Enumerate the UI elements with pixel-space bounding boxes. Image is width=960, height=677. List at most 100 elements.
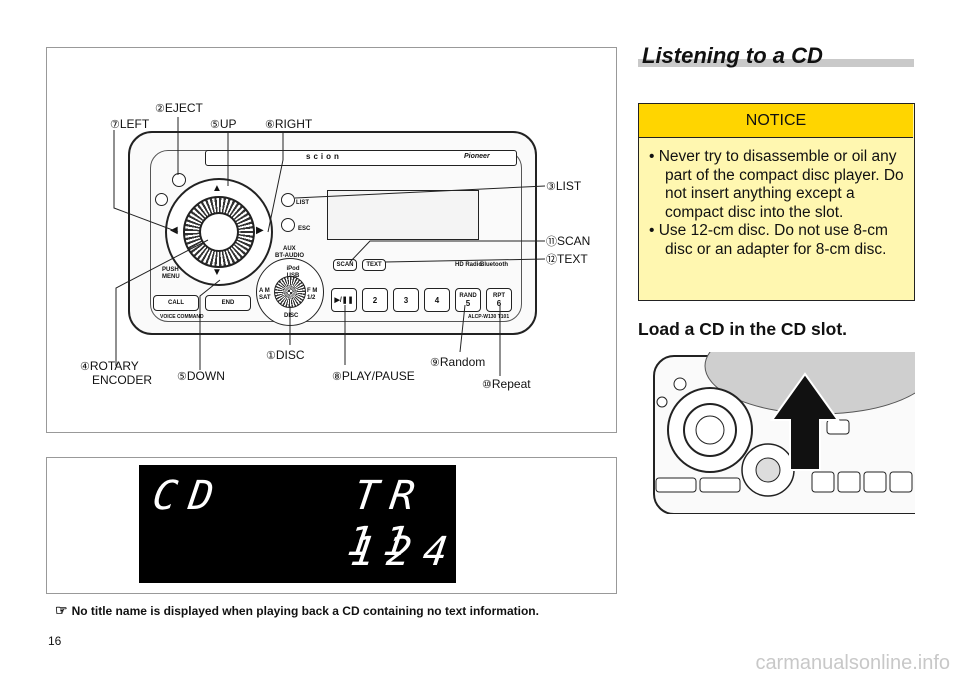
hd-radio-logo: HD Radio — [455, 262, 482, 268]
instruction-text: Load a CD in the CD slot. — [638, 319, 848, 339]
preset-3-button: 3 — [393, 288, 419, 312]
rotary-encoder-knob — [199, 212, 239, 252]
callout-random-number: ⑨ — [430, 357, 440, 369]
display-time: 1248 — [347, 529, 499, 575]
callout-list-label: LIST — [555, 179, 582, 193]
callout-random: ⑨Random — [430, 356, 485, 370]
callout-play-pause-number: ⑧ — [332, 371, 342, 383]
disc-knob — [755, 457, 781, 483]
end-label: END — [221, 300, 235, 306]
notice-list: Never try to disassemble or oil any part… — [649, 148, 909, 259]
callout-eject-number: ② — [155, 103, 165, 115]
callout-rotary-number: ④ — [80, 361, 90, 373]
callout-text-label: TEXT — [557, 252, 588, 266]
scan-leader — [349, 240, 545, 263]
random-leader — [459, 304, 466, 353]
preset-button-shape — [837, 471, 861, 493]
callout-text-number: ⑫ — [546, 254, 557, 266]
ipod-usb-label: iPod USB — [286, 266, 300, 279]
preset-2-button: 2 — [362, 288, 388, 312]
brand-logo: scion — [306, 152, 342, 161]
callout-text: ⑫TEXT — [546, 253, 588, 267]
bt-audio-label: BT-AUDIO — [275, 253, 304, 259]
callout-rotary-label: ROTARY — [89, 359, 139, 373]
preset-button-shape — [811, 471, 835, 493]
esc-label: ESC — [298, 226, 311, 232]
callout-random-label: Random — [439, 355, 486, 369]
preset-5-rand-button: RAND 5 — [455, 288, 481, 312]
preset-5-label: 5 — [465, 298, 471, 308]
callout-repeat: ⑩Repeat — [482, 378, 531, 392]
callout-left-label: LEFT — [119, 117, 150, 131]
lcd-display: CD TR 11 1248 — [139, 465, 499, 583]
callout-right-label: RIGHT — [274, 117, 313, 131]
note-text: No title name is displayed when playing … — [71, 604, 539, 618]
preset-1-play-pause-button: ▶/❚❚ — [331, 288, 357, 312]
callout-disc-number: ① — [266, 350, 276, 362]
rpt-label: RPT — [493, 292, 505, 299]
cd-loading-illustration — [640, 352, 915, 514]
callout-repeat-label: Repeat — [491, 377, 531, 391]
rotary-knob — [695, 415, 725, 445]
callout-eject-label: EJECT — [164, 101, 203, 115]
call-label: CALL — [168, 300, 184, 306]
unit-display-window — [327, 190, 479, 240]
down-arrow-icon: ▼ — [212, 267, 222, 278]
rotary-leader — [115, 239, 209, 366]
note: ☞No title name is displayed when playing… — [55, 602, 539, 619]
head-unit-illustration — [46, 47, 617, 433]
push-menu-label: PUSH MENU — [162, 267, 180, 280]
section-heading: Listening to a CD — [638, 43, 914, 71]
right-arrow-icon: ▶ — [256, 225, 264, 236]
text-button: TEXT — [362, 259, 386, 271]
down-leader — [199, 279, 221, 370]
preset-button-shape — [889, 471, 913, 493]
pointing-hand-icon: ☞ — [55, 602, 68, 618]
text-leader — [384, 258, 546, 263]
callout-list: ③LIST — [546, 180, 581, 194]
maker-logo: Pioneer — [464, 153, 490, 160]
callout-eject: ②EJECT — [155, 102, 203, 116]
text-button-shape — [826, 419, 850, 435]
insert-arrow-icon — [770, 372, 840, 471]
am-sat-label: A M SAT — [259, 288, 271, 301]
display-source: CD — [149, 473, 229, 519]
end-button-shape — [699, 477, 741, 493]
callout-left: ⑦LEFT — [110, 118, 149, 132]
cd-loading-drawing — [653, 352, 915, 514]
callout-right: ⑥RIGHT — [265, 118, 312, 132]
list-button — [281, 193, 295, 207]
callout-disc: ①DISC — [266, 349, 305, 363]
callout-list-number: ③ — [546, 181, 556, 193]
disc-button — [274, 276, 306, 308]
callout-down: ⑤DOWN — [177, 370, 225, 384]
end-button: END — [205, 295, 251, 311]
callout-repeat-number: ⑩ — [482, 379, 492, 391]
watermark: carmanualsonline.info — [755, 652, 950, 674]
list-label: LIST — [296, 200, 309, 206]
rand-label: RAND — [459, 292, 477, 299]
call-button: CALL — [153, 295, 199, 311]
preset-button-shape — [863, 471, 887, 493]
up-arrow-icon: ▲ — [212, 183, 222, 194]
preset-6-label: 6 — [496, 298, 502, 308]
call-button-shape — [655, 477, 697, 493]
callout-play-pause-label: PLAY/PAUSE — [341, 369, 415, 383]
esc-button — [281, 218, 295, 232]
preset-6-rpt-button: RPT 6 — [486, 288, 512, 312]
scan-button: SCAN — [333, 259, 357, 271]
power-button-icon — [656, 396, 668, 408]
voice-command-label: VOICE COMMAND — [160, 314, 204, 320]
fm-label: F M 1/2 — [307, 288, 318, 301]
callout-disc-label: DISC — [275, 348, 305, 362]
callout-left-number: ⑦ — [110, 119, 120, 131]
power-button — [155, 193, 168, 206]
eject-button — [172, 173, 186, 187]
display-illustration — [46, 457, 617, 594]
preset-4-button: 4 — [424, 288, 450, 312]
callout-play-pause: ⑧PLAY/PAUSE — [332, 370, 415, 384]
disc-label: DISC — [284, 313, 299, 319]
heading-underline-bar — [638, 59, 914, 67]
